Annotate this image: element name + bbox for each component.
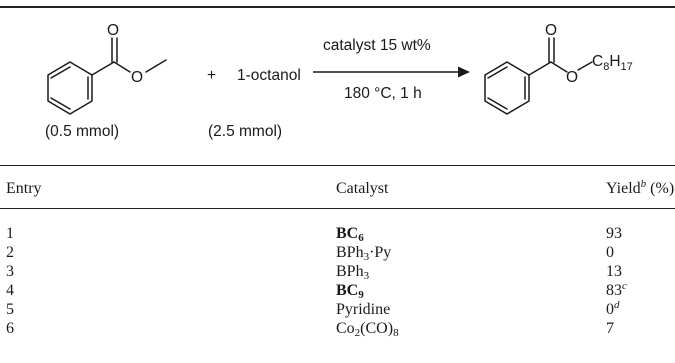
- row-5-catalyst: Pyridine: [336, 301, 391, 318]
- row-4-entry: 4: [6, 282, 14, 299]
- row-1-entry: 1: [6, 225, 14, 242]
- carbonyl-o-1: O: [107, 22, 119, 39]
- row-2-yield: 0: [606, 244, 614, 261]
- header-rule: [0, 208, 675, 209]
- row-2-catalyst: BPh3·Py: [336, 244, 392, 263]
- amount-methyl-benzoate: (0.5 mmol): [45, 123, 119, 140]
- ester-o-2: O: [566, 69, 578, 86]
- carbonyl-o-2: O: [545, 22, 557, 39]
- header-yield: Yieldb (%): [606, 178, 675, 198]
- row-5-entry: 5: [6, 301, 14, 318]
- row-4-catalyst: BC9: [336, 282, 364, 301]
- top-rule: [0, 6, 675, 8]
- plus-sign: +: [207, 67, 216, 84]
- row-1-catalyst: BC6: [336, 225, 364, 244]
- mid-rule: [0, 165, 675, 166]
- row-6-catalyst: Co2(CO)8: [336, 320, 399, 339]
- condition-top: catalyst 15 wt%: [323, 37, 431, 54]
- reaction-scheme: O O + 1-octanol catalyst 15 wt% 180 °C, …: [45, 22, 633, 140]
- methyl-benzoate-structure: O O: [47, 22, 167, 115]
- reaction-arrowhead: [458, 66, 470, 78]
- row-6-entry: 6: [6, 320, 14, 337]
- row-3-entry: 3: [6, 263, 14, 280]
- header-entry: Entry: [6, 180, 42, 197]
- octyl-chain: C8H17: [592, 53, 633, 73]
- row-6-yield: 7: [606, 320, 614, 337]
- row-2-entry: 2: [6, 244, 14, 261]
- reagent-label: 1-octanol: [237, 67, 301, 84]
- row-3-yield: 13: [606, 263, 622, 280]
- row-1-yield: 93: [606, 225, 622, 242]
- ester-o-1: O: [131, 69, 143, 86]
- row-3-catalyst: BPh3: [336, 263, 370, 282]
- header-catalyst: Catalyst: [336, 180, 389, 197]
- condition-bottom: 180 °C, 1 h: [344, 85, 422, 102]
- amount-octanol: (2.5 mmol): [208, 123, 282, 140]
- row-5-yield: 0d: [606, 299, 620, 319]
- row-4-yield: 83c: [606, 280, 627, 300]
- octyl-benzoate-structure: O O C8H17: [484, 22, 633, 115]
